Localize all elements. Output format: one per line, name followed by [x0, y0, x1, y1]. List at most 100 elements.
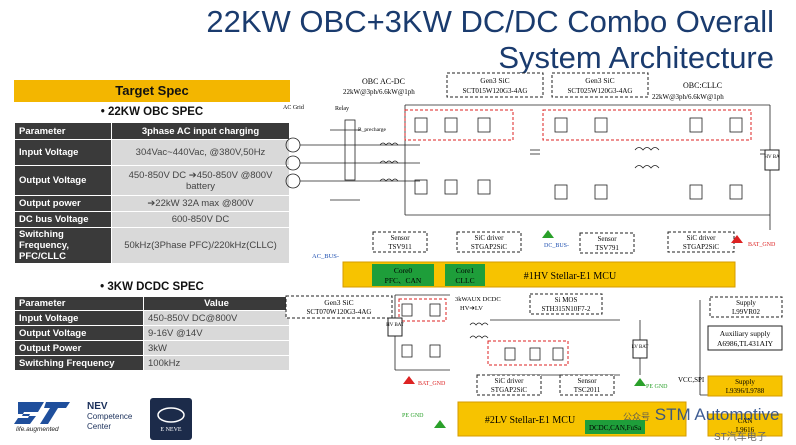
pe-gnd-2-label: PE GND: [402, 413, 424, 419]
pe-gnd-icon: [634, 378, 646, 386]
sic-driver-box-2: [667, 231, 735, 253]
sic-driver-box-3: [476, 374, 542, 396]
simos-box: [529, 293, 603, 315]
obc-row-value: 450-850V DC ➔450-850V @800V battery: [111, 165, 290, 196]
sensor-box-2: [579, 232, 635, 254]
obc-row-value: ➔22kW 32A max @800V: [111, 195, 290, 212]
obc-row-value: 304Vac~440Vac, @380V,50Hz: [111, 139, 290, 166]
obc-acdc-label: OBC AC-DC: [362, 77, 405, 86]
nev-badge-text: E NEVE: [160, 427, 181, 433]
bat-gnd-2-label: BAT_GND: [418, 381, 446, 387]
pfc-highlight: [404, 109, 514, 141]
supply-label: Supply: [736, 299, 756, 307]
gen3-sic-3-label: Gen3 SiC: [324, 298, 353, 307]
gen3-sic-3-part: SCT070W120G3-4AG: [307, 308, 372, 316]
nev-badge: E NEVE: [150, 398, 192, 440]
aux-dcdc-sub: HV➔LV: [460, 305, 483, 312]
hv-ba-box: [764, 149, 780, 171]
gen3-sic-1-part: SCT015W120G3-4AG: [463, 87, 528, 95]
core0-box: [372, 264, 434, 286]
dcdc-row-key: Switching Frequency: [14, 355, 144, 371]
gen3-sic-box-3: [285, 295, 393, 319]
sic-driver-3-label: SiC driver: [495, 377, 525, 385]
dcdc-header-param: Parameter: [14, 296, 144, 311]
simos-part: STH315N10F7-2: [541, 305, 591, 313]
switch-group-cllc-primary: [554, 117, 608, 200]
gen3-sic-1-label: Gen3 SiC: [480, 76, 509, 85]
title-line-2: System Architecture: [498, 40, 774, 75]
sensor-1-part: TSV911: [388, 243, 412, 251]
ac-bus-label: AC_BUS-: [312, 253, 339, 260]
dcdc-simos-highlight: [487, 340, 569, 366]
transformer-primary: [634, 147, 660, 151]
st-tagline: life.augmented: [16, 426, 59, 433]
gen3-sic-2-label: Gen3 SiC: [585, 76, 614, 85]
dcdc-sic-highlight: [398, 298, 447, 322]
nev-label: NEV Competence Center: [87, 402, 132, 432]
sensor-3-label: Sensor: [577, 377, 597, 385]
obc-cllc-label: OBC:CLLC: [683, 81, 722, 90]
core1-box: [445, 264, 485, 286]
transformer-secondary: [634, 165, 660, 169]
dcdc-row-value: 100kHz: [143, 355, 290, 371]
obc-spec-title: • 22KW OBC SPEC: [100, 106, 204, 118]
dc-bus-gnd-icon: [542, 230, 554, 238]
pe-gnd-2-icon: [434, 420, 446, 428]
aux-supply-label: Auxiliary supply: [720, 329, 771, 338]
switch-group-pfc: [414, 117, 491, 195]
core0-label: Core0: [394, 266, 413, 275]
sic-driver-3-part: STGAP2SiC: [491, 386, 528, 394]
sensor-2-label: Sensor: [597, 235, 617, 243]
st-logo: [14, 402, 70, 424]
nev-title: NEV: [87, 401, 108, 412]
core1-label: Core1: [456, 266, 475, 275]
obc-row-key: Input Voltage: [14, 139, 112, 166]
dcdc-row-key: Output Voltage: [14, 325, 144, 341]
sic-driver-box-1: [456, 231, 522, 253]
core0-sub: PFC、CAN: [385, 276, 422, 285]
sensor-box-1: [372, 231, 428, 253]
bat-gnd-icon: [731, 235, 743, 243]
obc-acdc-spec: 22kW@3ph/6.6kW@1ph: [343, 88, 415, 96]
obc-row-key: Switching Frequency, PFC/CLLC: [14, 227, 112, 264]
hv-bat-box: [387, 317, 403, 337]
watermark-brand: 公众号 STM Automotive: [623, 405, 779, 425]
gen3-sic-box-2: [551, 72, 649, 98]
dcdc-header-value: Value: [143, 296, 290, 311]
obc-row-key: DC bus Voltage: [14, 211, 112, 228]
watermark-cn2: ST汽车电子: [714, 432, 767, 443]
supply2-part: L9396/L9788: [726, 387, 765, 395]
obc-row-value: 600-850V DC: [111, 211, 290, 228]
hv-mcu-label: #1HV Stellar-E1 MCU: [524, 271, 617, 282]
relay-label: Relay: [335, 106, 349, 112]
obc-header-param: Parameter: [14, 122, 112, 140]
cllc-highlight: [542, 109, 752, 141]
dcdc-row-key: Input Voltage: [14, 310, 144, 326]
sensor-3-part: TSC2011: [574, 386, 601, 394]
gen3-sic-2-part: SCT025W120G3-4AG: [568, 87, 633, 95]
bat-gnd-2-icon: [403, 376, 415, 384]
dcdc-row-key: Output Power: [14, 340, 144, 356]
sensor-1-label: Sensor: [390, 234, 410, 242]
dcdc-can-label: DCDC,CAN,FuSa: [589, 424, 642, 432]
aux-dcdc-label: 3kWAUX DCDC: [455, 296, 501, 303]
hv-mcu-bar: [342, 261, 736, 288]
sic-driver-2-label: SiC driver: [687, 234, 717, 242]
dcdc-spec-title: • 3KW DCDC SPEC: [100, 281, 204, 293]
watermark-brand-text: STM Automotive: [654, 405, 780, 424]
sensor-box-3: [559, 374, 615, 396]
dcdc-row-value: 3kW: [143, 340, 290, 356]
dc-bus-label: DC_BUS-: [544, 243, 569, 249]
sic-driver-1-part: STGAP2SiC: [471, 243, 508, 251]
supply2-label: Supply: [735, 378, 755, 386]
nev-line2: Competence: [87, 412, 133, 421]
title-line-1: 22KW OBC+3KW DC/DC Combo Overall: [206, 4, 774, 39]
obc-header-value: 3phase AC input charging: [111, 122, 290, 140]
supply-part: L99VR02: [732, 308, 761, 316]
aux-supply-part: A6986,TL431AIY: [717, 339, 774, 348]
lv-mcu-label: #2LV Stellar-E1 MCU: [485, 415, 576, 426]
lv-bat-label: LV BAT: [632, 345, 649, 350]
simos-label: Si MOS: [555, 296, 578, 304]
